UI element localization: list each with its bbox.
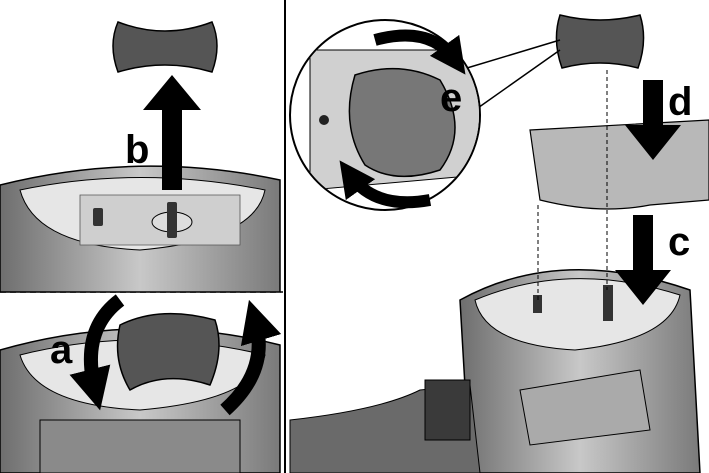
handle-top-left: [0, 165, 281, 293]
detail-inset: [289, 19, 481, 211]
arrow-c: [615, 215, 671, 305]
callout-line: [466, 39, 561, 69]
label-a: a: [50, 328, 73, 372]
label-e: e: [440, 76, 463, 120]
pad-bottom-left: [116, 312, 220, 392]
callout-line: [474, 49, 561, 111]
label-b: b: [125, 128, 150, 172]
cover-plate: [529, 119, 709, 210]
pad-right: [555, 14, 645, 69]
arrow-d: [625, 80, 681, 160]
arrow-a: [69, 294, 125, 411]
label-d: d: [668, 80, 693, 124]
arrow-a2: [220, 299, 282, 416]
label-c: c: [668, 220, 691, 264]
handle-right: [289, 269, 701, 473]
pad-top-left: [112, 21, 218, 73]
arrow-b: [143, 75, 201, 190]
